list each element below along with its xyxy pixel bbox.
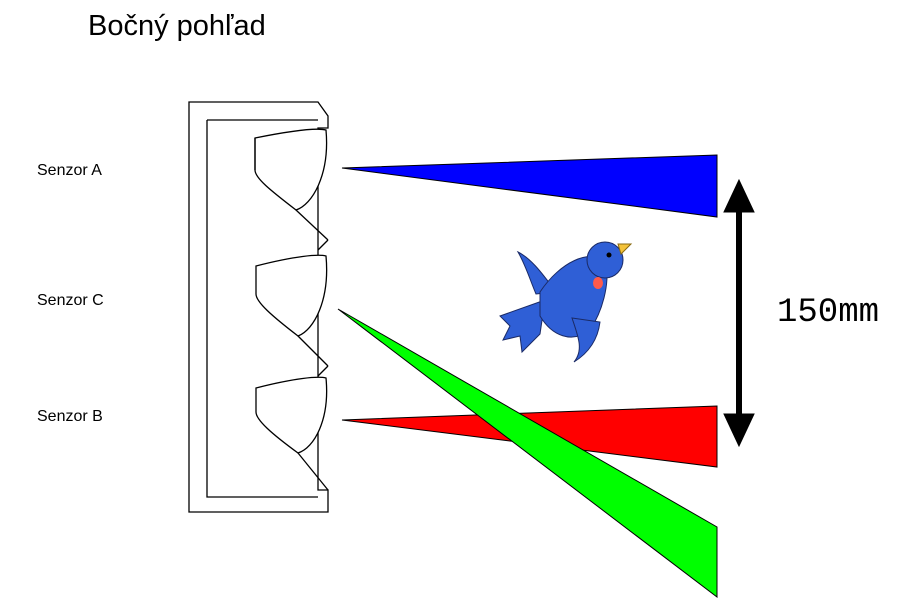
distance-label: 150mm [777,294,880,332]
sensor-a-beam [341,154,718,218]
double-arrow-icon [723,178,755,448]
sensor-b-lens [255,376,328,454]
page-title: Bočný pohľad [88,10,266,42]
bird-icon [499,241,633,363]
sensor-a-label: Senzor A [37,162,102,179]
sensor-b-label: Senzor B [37,408,103,425]
sensor-c-label: Senzor C [37,292,104,309]
sensor-c-lens [255,254,328,337]
sensor-housing-icon [188,101,329,513]
sensor-c-beam [337,308,718,599]
sensor-a-lens [254,128,328,211]
